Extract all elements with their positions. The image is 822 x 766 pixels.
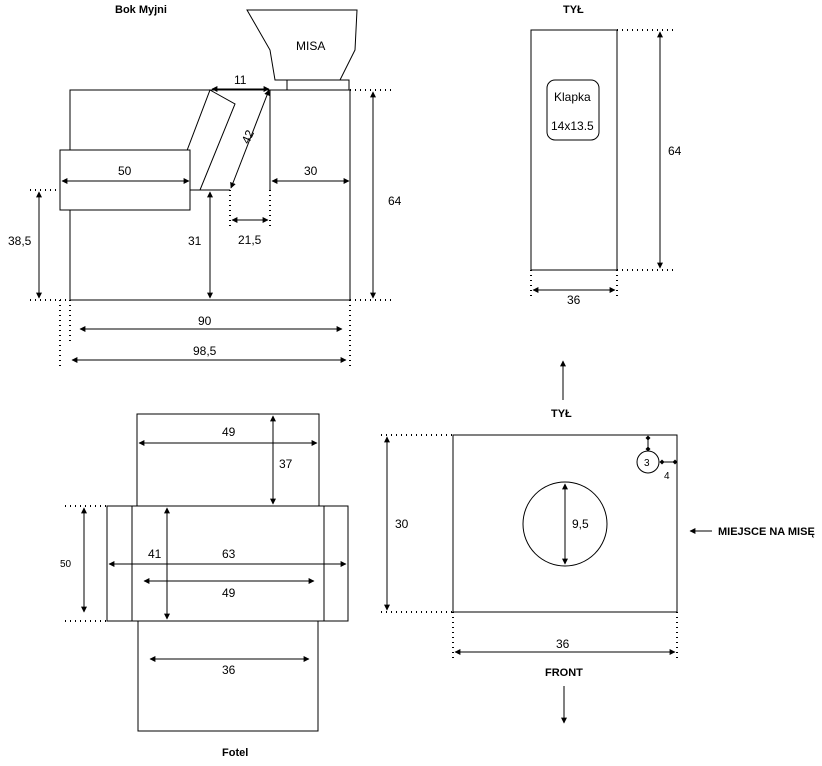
dim-total-width: 98,5 [193, 344, 217, 358]
hole-diameter: 9,5 [572, 517, 589, 531]
dim-inner-height: 31 [188, 234, 202, 248]
flap-label: Klapka [554, 90, 591, 104]
back-dim-width: 36 [567, 293, 581, 307]
chair-footrest [137, 620, 319, 732]
chair-dim-seat-width: 63 [222, 547, 236, 561]
dim-right-part: 30 [304, 164, 318, 178]
top-dim-depth: 30 [395, 517, 409, 531]
back-view: TYŁ Klapka 14x13.5 64 36 [530, 4, 682, 307]
dim-slope: 42 [239, 128, 257, 146]
chair-dim-bottom-width: 36 [222, 663, 236, 677]
chair-dim-top-width: 49 [222, 425, 236, 439]
dim-left-height: 38,5 [8, 234, 32, 248]
dim-inner-width: 90 [198, 314, 212, 328]
chair-dim-inner-depth: 41 [148, 547, 162, 561]
side-view-title: Bok Myjni [115, 4, 167, 16]
top-dim-width: 36 [556, 637, 570, 651]
small-hole-label: 3 [644, 458, 650, 469]
small-hole-offset: 4 [664, 471, 670, 482]
chair-view: 49 37 50 41 63 49 36 Fotel [60, 413, 349, 759]
bowl-label: MISA [296, 39, 325, 53]
dim-bottom-gap: 21,5 [238, 233, 262, 247]
top-view-back-label: TYŁ [551, 408, 572, 420]
back-panel [530, 29, 618, 271]
chair-dim-side-height: 50 [60, 559, 72, 570]
bowl-stand [286, 79, 350, 91]
seat-block [59, 149, 191, 211]
dim-seat-width: 50 [118, 164, 132, 178]
back-dim-height: 64 [668, 144, 682, 158]
top-view: TYŁ 30 36 9,5 3 4 MIEJSCE NA MISĘ FRONT [381, 360, 815, 724]
front-label: FRONT [545, 667, 583, 679]
dim-height: 64 [388, 194, 402, 208]
flap [546, 79, 600, 141]
chair-dim-top-depth: 37 [279, 457, 293, 471]
chair-backrest [136, 413, 320, 507]
chair-dim-seat-inner: 49 [222, 586, 236, 600]
bowl-place-label: MIEJSCE NA MISĘ [718, 526, 815, 538]
flap-size: 14x13.5 [551, 119, 594, 133]
back-view-title: TYŁ [563, 4, 584, 16]
dim-top-gap: 11 [234, 73, 247, 87]
side-view: Bok Myjni MISA 50 11 42 30 [8, 4, 402, 370]
chair-view-title: Fotel [222, 747, 248, 759]
